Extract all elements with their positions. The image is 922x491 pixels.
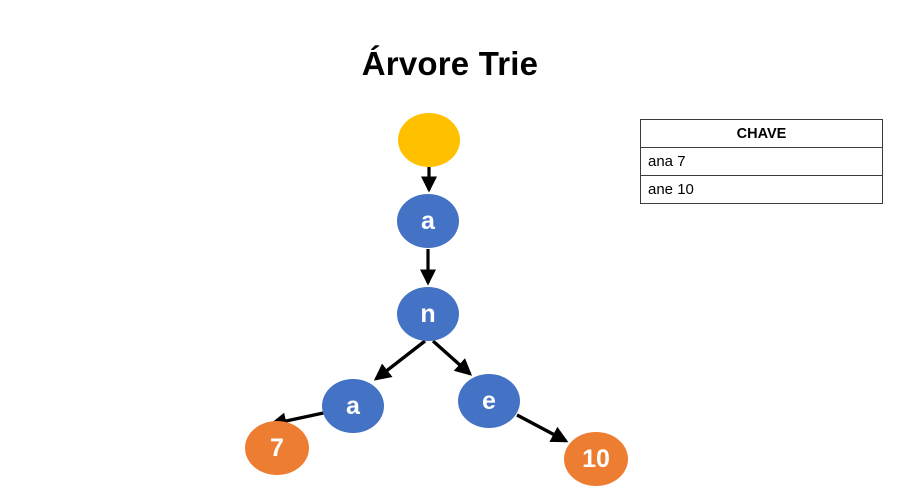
key-table: CHAVE ana 7 ane 10	[640, 119, 883, 204]
trie-node-a-level3[interactable]: a	[322, 379, 384, 433]
key-table-header-row: CHAVE	[640, 119, 883, 148]
edge-n-to-e	[431, 339, 473, 376]
trie-diagram: a n a e 7 10	[245, 113, 628, 486]
table-row[interactable]: ane 10	[640, 175, 883, 204]
trie-leaf-value-7[interactable]: 7	[245, 421, 309, 475]
trie-node-e[interactable]: e	[458, 374, 520, 428]
key-table-header-chave: CHAVE	[640, 119, 883, 148]
key-table-cell-ane: ane 10	[640, 175, 883, 204]
key-table-cell-ana: ana 7	[640, 147, 883, 176]
trie-leaf-value-10[interactable]: 10	[564, 432, 628, 486]
trie-node-a-level1[interactable]: a	[397, 194, 459, 248]
edge-e-to-10	[516, 413, 569, 443]
trie-node-n[interactable]: n	[397, 287, 459, 341]
trie-node-root[interactable]	[398, 113, 460, 167]
edge-n-to-a	[373, 339, 427, 381]
page-title: Árvore Trie	[361, 45, 539, 82]
trie-edges	[269, 167, 569, 443]
table-row[interactable]: ana 7	[640, 147, 883, 176]
